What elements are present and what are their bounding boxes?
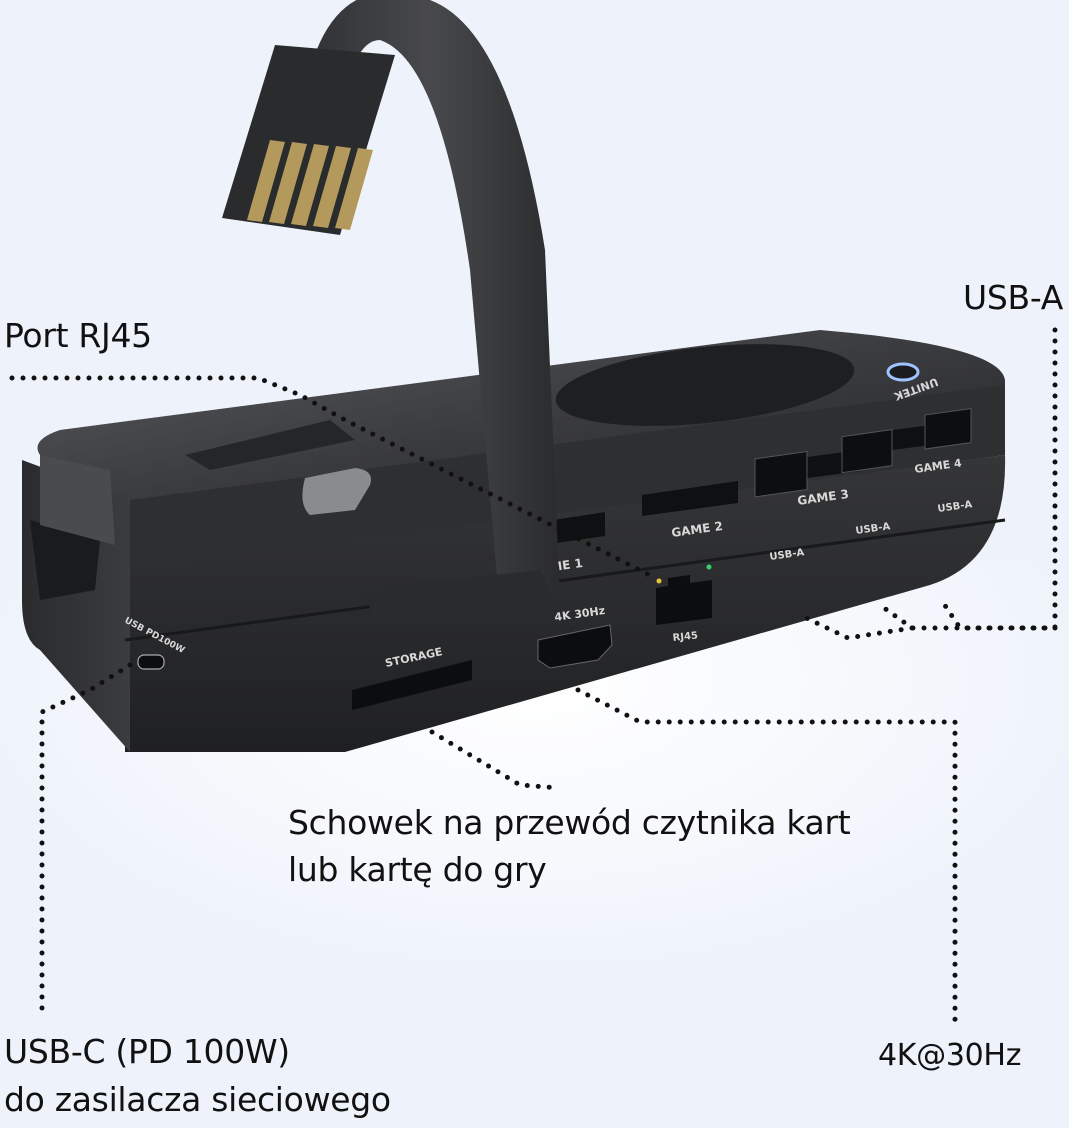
slot-storage bbox=[352, 660, 472, 710]
callout-usb-a: USB-A bbox=[963, 278, 1063, 317]
port-hdmi bbox=[537, 624, 613, 669]
callout-rj45: Port RJ45 bbox=[4, 316, 152, 355]
label-usb-a-1: USB-A bbox=[769, 547, 805, 563]
leader-storage bbox=[429, 729, 563, 791]
top-button bbox=[302, 468, 371, 515]
device-left-clip bbox=[40, 455, 115, 545]
port-usb-c bbox=[137, 654, 165, 670]
top-cutout-round bbox=[555, 344, 855, 426]
leader-usb-c bbox=[39, 662, 133, 1013]
label-usb-a-3: USB-A bbox=[937, 499, 973, 515]
port-usb-a-2 bbox=[841, 429, 893, 474]
leader-hdmi bbox=[575, 687, 958, 1023]
device-upper-front bbox=[130, 385, 1005, 575]
cable-band bbox=[300, 0, 560, 610]
label-usb-a-2: USB-A bbox=[855, 521, 891, 537]
port-usb-a-3 bbox=[924, 407, 972, 450]
callout-storage-line1: Schowek na przewód czytnika kart bbox=[288, 803, 851, 842]
label-rj45: RJ45 bbox=[672, 630, 698, 644]
device-lower-front bbox=[125, 455, 1006, 752]
led-amber bbox=[656, 578, 662, 584]
port-usb-a-1 bbox=[754, 451, 808, 498]
slot-game-2 bbox=[642, 481, 738, 516]
leader-usb-a bbox=[797, 327, 1058, 641]
port-rj45 bbox=[656, 575, 712, 625]
cable-base bbox=[360, 570, 560, 625]
top-cutout-left bbox=[185, 420, 355, 470]
callout-usb-c-line1: USB-C (PD 100W) bbox=[4, 1032, 290, 1071]
device-seam bbox=[124, 518, 1006, 642]
usb-gold-contacts bbox=[247, 140, 373, 230]
callout-usb-c-line2: do zasilacza sieciowego bbox=[4, 1080, 391, 1119]
leader-rj45 bbox=[9, 375, 658, 581]
callout-storage-line2: lub kartę do gry bbox=[288, 850, 547, 889]
callout-hdmi: 4K@30Hz bbox=[878, 1038, 1022, 1073]
led-green bbox=[706, 564, 712, 570]
power-led-ring bbox=[886, 362, 920, 382]
device-left-notch bbox=[30, 520, 100, 600]
